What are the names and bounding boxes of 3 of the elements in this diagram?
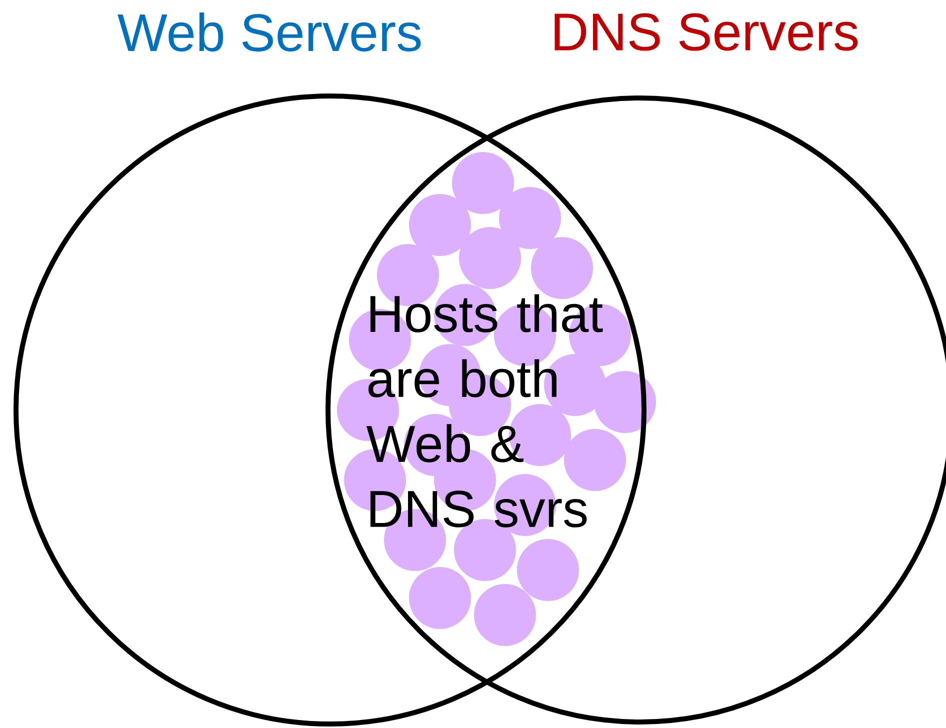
node-label: Web Servers	[118, 12, 421, 52]
overlap-label: Hosts that are both Web & DNS svrs	[366, 294, 603, 528]
node-label: DNS Servers	[554, 13, 858, 51]
